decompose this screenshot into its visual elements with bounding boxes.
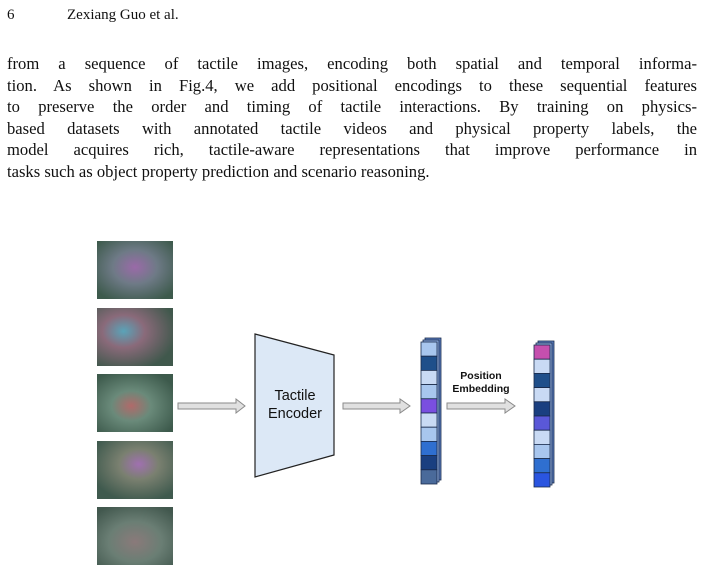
body-line: tion. As shown in Fig.4, we add position… xyxy=(7,75,697,95)
tactile-frame-5 xyxy=(97,507,173,565)
embedding-cell xyxy=(533,387,551,403)
tactile-frame-4 xyxy=(97,441,173,499)
embedding-cell xyxy=(533,429,551,445)
feature-cell xyxy=(420,469,438,485)
embedding-cell xyxy=(533,415,551,431)
figure-tactile-pipeline: Tactile Encoder Position Embedding xyxy=(0,230,704,571)
feature-cell xyxy=(420,455,438,471)
position-embedding-label: Position Embedding xyxy=(444,370,518,395)
body-line: based datasets with annotated tactile vi… xyxy=(7,118,697,138)
feature-cell xyxy=(420,440,438,456)
encoder-label-line1: Tactile xyxy=(274,388,316,404)
figure-drawing xyxy=(97,241,555,565)
tactile-encoder-block xyxy=(254,333,335,478)
arrow-to-embedding xyxy=(446,398,516,414)
arrow-to-encoder xyxy=(177,397,246,415)
feature-cell xyxy=(420,369,438,385)
embedding-cell xyxy=(533,458,551,474)
feature-cell xyxy=(420,398,438,414)
feature-cell xyxy=(420,355,438,371)
feature-cell xyxy=(420,412,438,428)
feature-cell xyxy=(420,341,438,357)
position-label-line2: Embedding xyxy=(452,382,510,395)
arrow-to-features xyxy=(342,398,411,414)
feature-cell xyxy=(420,384,438,400)
position-embedding-stack xyxy=(533,340,555,488)
tactile-frame-1 xyxy=(97,241,173,299)
embedding-cell xyxy=(533,401,551,417)
tactile-frame-2 xyxy=(97,308,173,366)
body-paragraph: from a sequence of tactile images, encod… xyxy=(7,53,697,182)
body-line: model acquires rich, tactile-aware repre… xyxy=(7,140,697,159)
tactile-feature-stack xyxy=(420,337,442,485)
tactile-frame-3 xyxy=(97,374,173,432)
page-number: 6 xyxy=(7,7,15,23)
embedding-cell xyxy=(533,472,551,488)
body-line: to preserve the order and timing of tact… xyxy=(7,97,697,116)
embedding-cell xyxy=(533,443,551,459)
feature-cell xyxy=(420,426,438,442)
encoder-label-line2: Encoder xyxy=(267,406,322,422)
embedding-cell xyxy=(533,358,551,374)
encoder-label: Tactile Encoder xyxy=(253,387,337,423)
position-label-line1: Position xyxy=(460,370,502,382)
page-header: 6 Zexiang Guo et al. xyxy=(7,5,697,25)
body-line: tasks such as object property prediction… xyxy=(7,161,430,181)
embedding-cell xyxy=(533,372,551,388)
body-line: from a sequence of tactile images, encod… xyxy=(7,54,697,73)
running-author: Zexiang Guo et al. xyxy=(67,7,179,23)
embedding-cell xyxy=(533,344,551,360)
